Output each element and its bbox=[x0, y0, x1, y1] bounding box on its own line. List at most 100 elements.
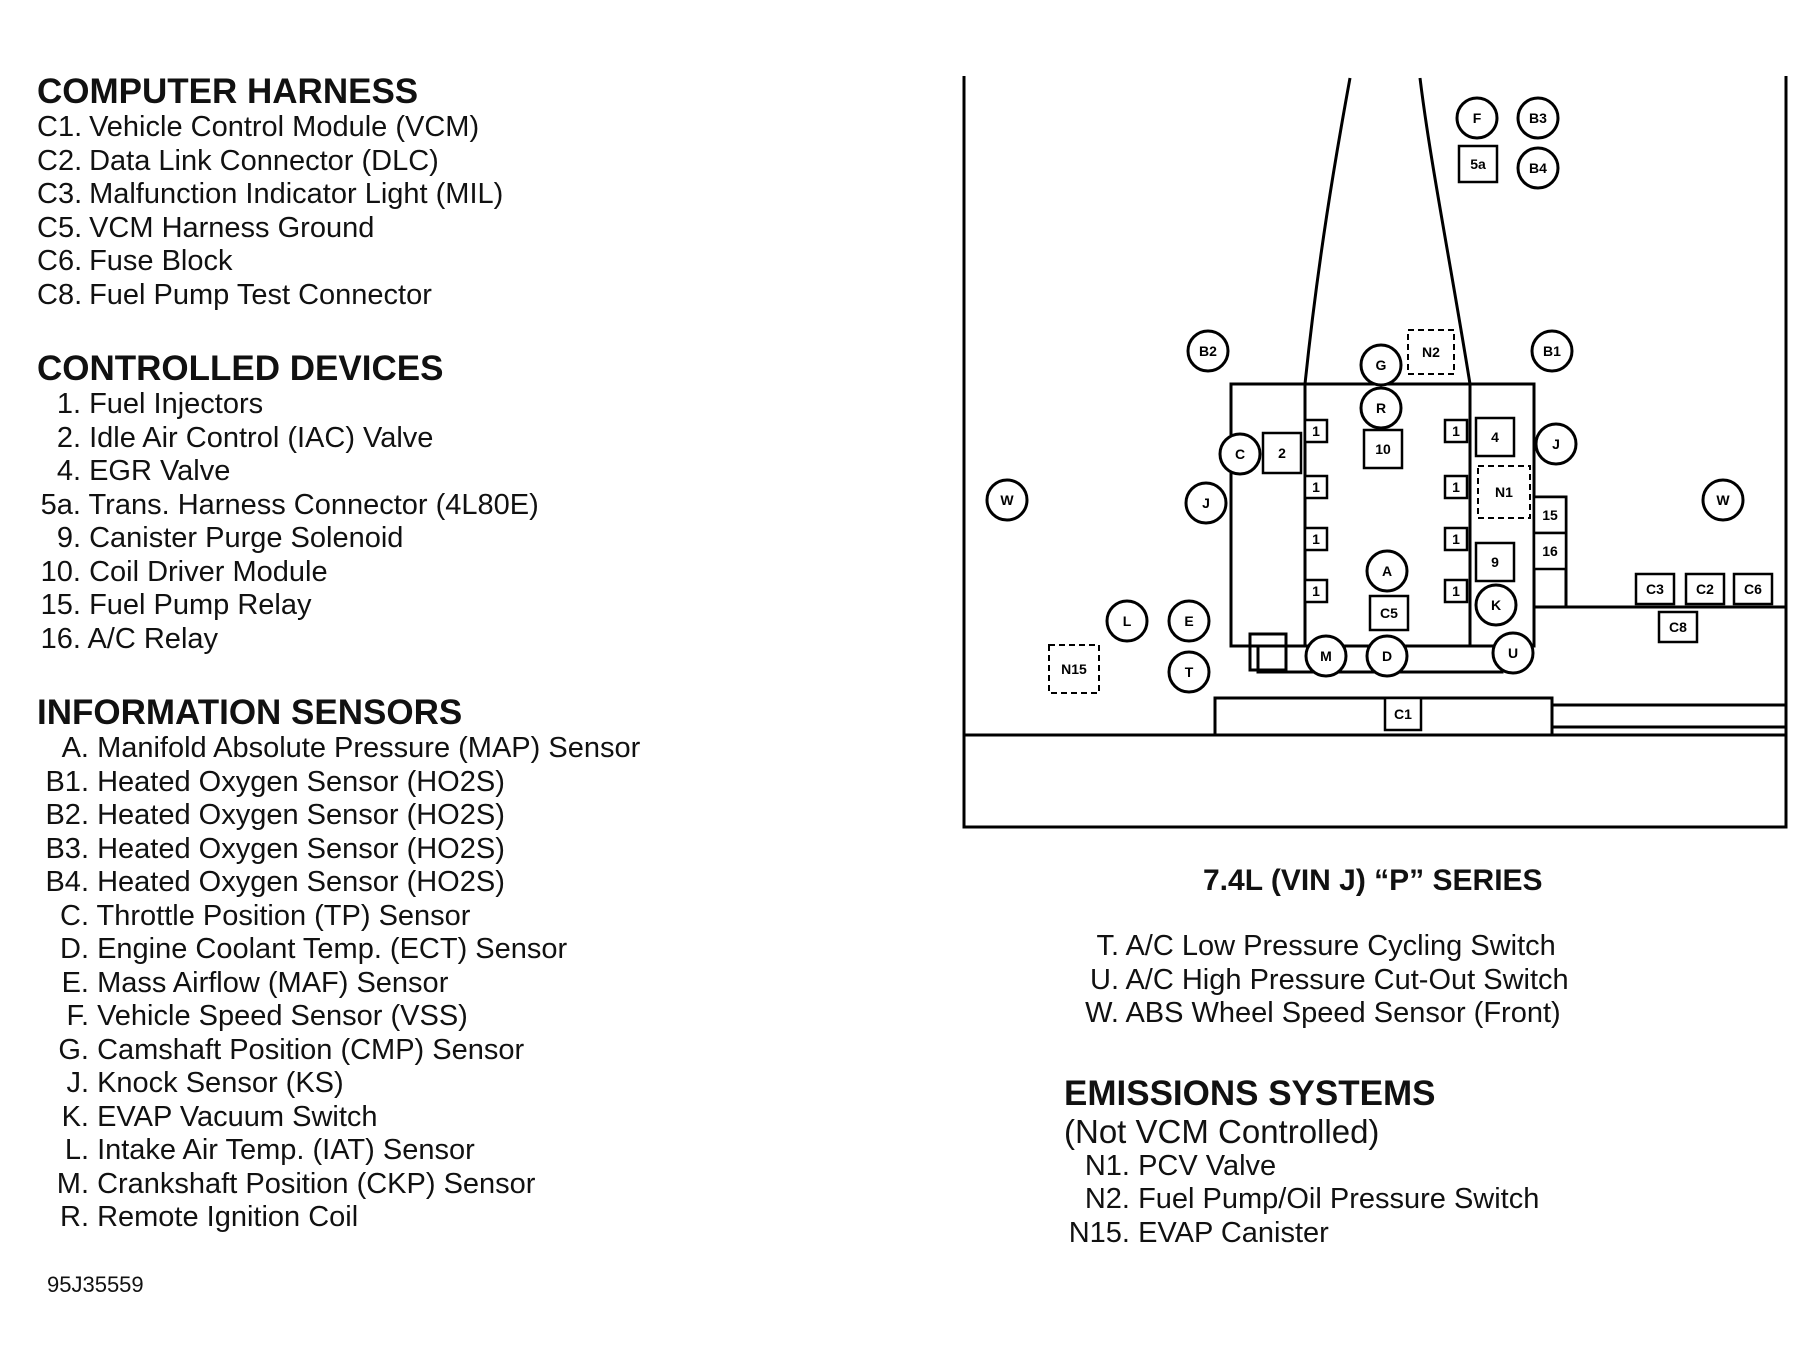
sensor-b1 bbox=[1530, 329, 1574, 373]
computer-harness-title: COMPUTER HARNESS bbox=[37, 72, 419, 111]
sensor-u bbox=[1491, 631, 1535, 675]
list-item: B1. Heated Oxygen Sensor (HO2S) bbox=[45, 765, 505, 798]
list-item: 2. Idle Air Control (IAC) Valve bbox=[56, 421, 434, 454]
list-item: B4. Heated Oxygen Sensor (HO2S) bbox=[45, 866, 505, 898]
sensor-e bbox=[1167, 599, 1211, 643]
sensor-b4 bbox=[1516, 146, 1560, 190]
component-16 bbox=[1532, 531, 1568, 571]
sensor-m bbox=[1304, 634, 1348, 678]
label-b2: B2 bbox=[1199, 343, 1217, 359]
list-item: C2. Data Link Connector (DLC) bbox=[37, 144, 439, 177]
label-b1: B1 bbox=[1543, 343, 1561, 359]
label-c3: C3 bbox=[1646, 581, 1664, 597]
list-item: K. EVAP Vacuum Switch bbox=[61, 1100, 378, 1133]
sensor-w-left bbox=[985, 478, 1029, 522]
label-c8: C8 bbox=[1669, 619, 1687, 635]
label-injector: 1 bbox=[1452, 479, 1460, 495]
injector bbox=[1303, 418, 1329, 444]
list-item: U. A/C High Pressure Cut-Out Switch bbox=[1090, 963, 1569, 996]
label-4: 4 bbox=[1491, 429, 1499, 445]
label-c: C bbox=[1235, 446, 1245, 462]
component-c1 bbox=[1383, 696, 1423, 732]
label-b4: B4 bbox=[1529, 160, 1547, 176]
intake-duct bbox=[1418, 77, 1472, 385]
list-item: C. Throttle Position (TP) Sensor bbox=[60, 899, 471, 932]
label-injector: 1 bbox=[1312, 423, 1320, 439]
label-injector: 1 bbox=[1312, 479, 1320, 495]
list-item: C1. Vehicle Control Module (VCM) bbox=[37, 111, 480, 143]
list-item: C3. Malfunction Indicator Light (MIL) bbox=[37, 178, 504, 210]
label-c1: C1 bbox=[1394, 706, 1412, 722]
sensor-b3 bbox=[1516, 96, 1560, 140]
component-10 bbox=[1362, 428, 1404, 470]
label-10: 10 bbox=[1375, 441, 1391, 457]
label-16: 16 bbox=[1542, 543, 1558, 559]
injector bbox=[1443, 578, 1469, 604]
diagram-frame bbox=[962, 76, 1788, 829]
list-item: F. Vehicle Speed Sensor (VSS) bbox=[66, 1000, 468, 1032]
component-c6 bbox=[1732, 572, 1774, 606]
label-5a: 5a bbox=[1470, 156, 1486, 172]
list-item: N1. PCV Valve bbox=[1084, 1149, 1277, 1182]
list-item: 16. A/C Relay bbox=[40, 622, 219, 655]
label-9: 9 bbox=[1491, 554, 1499, 570]
list-item: A. Manifold Absolute Pressure (MAP) Sens… bbox=[61, 732, 641, 764]
injector bbox=[1443, 418, 1469, 444]
sensor-r bbox=[1359, 386, 1403, 430]
list-item: J. Knock Sensor (KS) bbox=[66, 1067, 344, 1099]
list-item: E. Mass Airflow (MAF) Sensor bbox=[61, 966, 449, 999]
label-n15: N15 bbox=[1061, 661, 1087, 677]
sensor-a bbox=[1365, 549, 1409, 593]
emissions-list: N1. PCV Valve N2. Fuel Pump/Oil Pressure… bbox=[1064, 1150, 1794, 1251]
list-item: B2. Heated Oxygen Sensor (HO2S) bbox=[45, 799, 505, 831]
label-injector: 1 bbox=[1452, 531, 1460, 547]
sensor-d bbox=[1365, 634, 1409, 678]
component-c5 bbox=[1368, 594, 1410, 632]
label-c2: C2 bbox=[1696, 581, 1714, 597]
list-item: C6. Fuse Block bbox=[37, 245, 233, 277]
list-item: 15. Fuel Pump Relay bbox=[40, 589, 312, 621]
label-t: T bbox=[1185, 664, 1194, 680]
label-injector: 1 bbox=[1312, 531, 1320, 547]
list-item: B3. Heated Oxygen Sensor (HO2S) bbox=[45, 832, 505, 865]
label-u: U bbox=[1508, 645, 1518, 661]
controlled-devices-title: CONTROLLED DEVICES bbox=[37, 349, 444, 388]
list-item: N15. EVAP Canister bbox=[1068, 1216, 1329, 1249]
label-j-right: J bbox=[1552, 436, 1560, 452]
label-r: R bbox=[1376, 400, 1386, 416]
sensor-j-left bbox=[1184, 481, 1228, 525]
intake-duct bbox=[1303, 77, 1352, 385]
label-w-left: W bbox=[1000, 492, 1014, 508]
label-injector: 1 bbox=[1312, 583, 1320, 599]
emissions-title: EMISSIONS SYSTEMS bbox=[1064, 1073, 1436, 1113]
list-item: L. Intake Air Temp. (IAT) Sensor bbox=[64, 1134, 475, 1166]
label-c6: C6 bbox=[1744, 581, 1762, 597]
sensor-k bbox=[1474, 583, 1518, 627]
list-item: 10. Coil Driver Module bbox=[40, 555, 328, 588]
injector bbox=[1443, 526, 1469, 552]
legend-left-column: COMPUTER HARNESS C1. Vehicle Control Mod… bbox=[37, 73, 917, 1235]
diagram-title: 7.4L (VIN J) “P” SERIES bbox=[1203, 864, 1543, 897]
component-2 bbox=[1261, 431, 1303, 475]
component-5a bbox=[1457, 144, 1499, 184]
n15-box bbox=[1048, 644, 1100, 694]
list-item: 4. EGR Valve bbox=[56, 455, 231, 487]
sensor-g bbox=[1359, 343, 1403, 387]
component-c2 bbox=[1684, 572, 1726, 606]
label-d: D bbox=[1382, 648, 1392, 664]
injector bbox=[1443, 474, 1469, 500]
list-item: 9. Canister Purge Solenoid bbox=[56, 522, 404, 554]
label-n1: N1 bbox=[1495, 484, 1513, 500]
list-item: W. ABS Wheel Speed Sensor (Front) bbox=[1085, 997, 1561, 1029]
list-item: C8. Fuel Pump Test Connector bbox=[37, 278, 432, 311]
label-k: K bbox=[1491, 597, 1501, 613]
list-item: 5a. Trans. Harness Connector (4L80E) bbox=[40, 488, 539, 521]
label-g: G bbox=[1376, 357, 1387, 373]
legend-right-top: T. A/C Low Pressure Cycling Switch U. A/… bbox=[1064, 930, 1794, 1250]
label-f: F bbox=[1473, 110, 1482, 126]
label-b3: B3 bbox=[1529, 110, 1547, 126]
sensor-f bbox=[1455, 96, 1499, 140]
sensor-j-right bbox=[1534, 422, 1578, 466]
label-15: 15 bbox=[1542, 507, 1558, 523]
